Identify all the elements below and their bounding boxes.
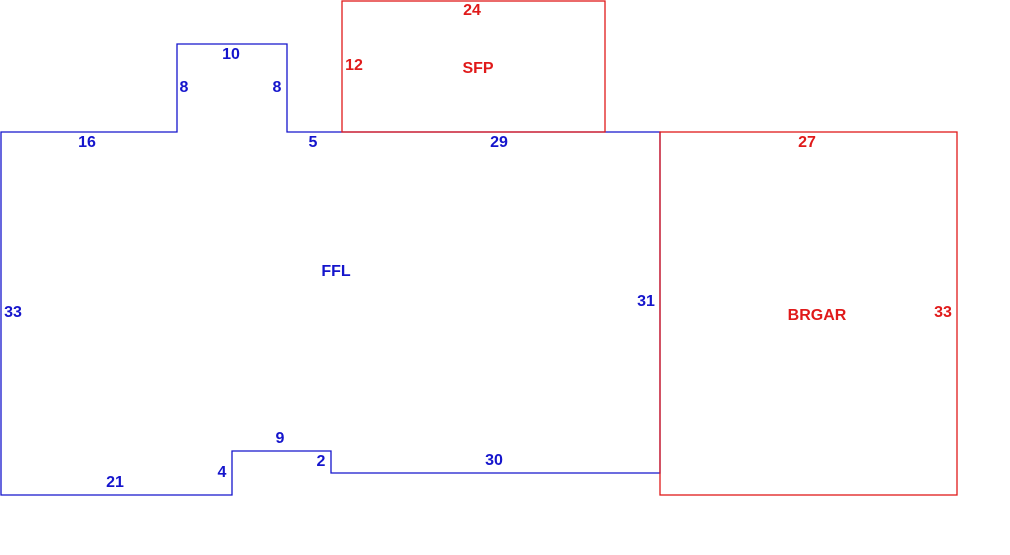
sfp-outline <box>341 0 606 133</box>
ffl-dim-bump-right: 8 <box>273 79 282 96</box>
ffl-dim-step-right: 2 <box>317 453 326 470</box>
ffl-dim-top-mid: 5 <box>309 134 318 151</box>
ffl-area-label: FFL <box>321 263 351 280</box>
brgar-outline <box>659 131 958 496</box>
ffl-dim-left: 33 <box>4 304 22 321</box>
sfp-area-label: SFP <box>462 60 493 77</box>
ffl-dim-bump-top: 10 <box>222 46 240 63</box>
ffl-dim-top-right: 29 <box>490 134 508 151</box>
ffl-dim-bottom-left: 21 <box>106 474 124 491</box>
ffl-dim-bottom-right: 30 <box>485 452 503 469</box>
ffl-dim-right: 31 <box>637 293 655 310</box>
ffl-dim-top-left: 16 <box>78 134 96 151</box>
sfp-dim-top: 24 <box>463 2 481 19</box>
ffl-dim-step-top: 9 <box>276 430 285 447</box>
brgar-dim-top: 27 <box>798 134 816 151</box>
ffl-dim-bump-left: 8 <box>180 79 189 96</box>
sfp-dim-left: 12 <box>345 57 363 74</box>
ffl-dim-step-left: 4 <box>218 464 227 481</box>
brgar-dim-right: 33 <box>934 304 952 321</box>
brgar-area-label: BRGAR <box>788 307 847 324</box>
